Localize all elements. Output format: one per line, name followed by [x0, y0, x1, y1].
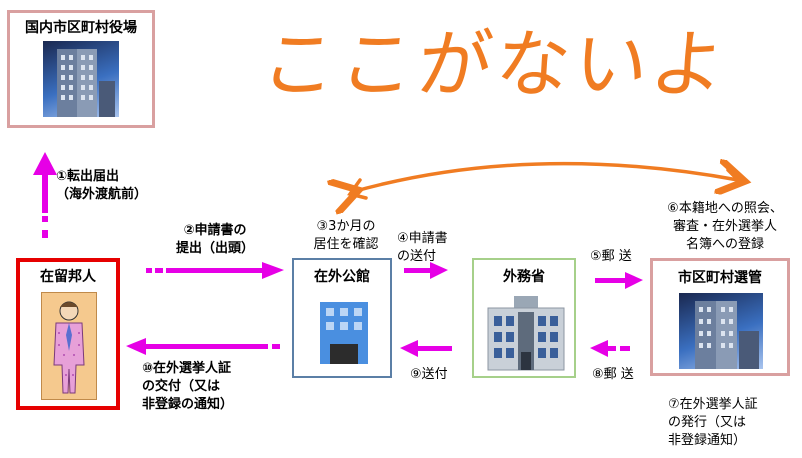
step6-label: ⑥本籍地への照会、 審査・在外選挙人 名簿への登録 — [667, 201, 783, 252]
arrow-step9 — [400, 340, 452, 357]
arrow-step4 — [404, 262, 448, 279]
embassy-title: 在外公館 — [314, 269, 370, 285]
step4-label: ④申請書 の送付 — [397, 231, 448, 264]
arrow-step10 — [126, 338, 280, 355]
ministry-building-icon — [484, 290, 568, 374]
ministry-box: 外務省 — [472, 258, 576, 378]
annotation-curve — [352, 164, 738, 192]
office-building-icon — [43, 41, 119, 117]
step3-label: ③3か月の 居住を確認 — [313, 219, 379, 252]
step5-label: ⑤郵 送 — [590, 249, 632, 264]
domestic-office-title: 国内市区町村役場 — [25, 20, 137, 36]
resident-title: 在留邦人 — [40, 269, 96, 285]
step1-label: ①転出届出 （海外渡航前） — [56, 169, 148, 202]
resident-box: 在留邦人 — [16, 258, 120, 410]
arrow-step8 — [590, 340, 630, 357]
step2-label: ②申請書の 提出（出頭） — [175, 223, 254, 256]
step9-label: ⑨送付 — [410, 367, 448, 382]
embassy-building-icon — [316, 298, 372, 364]
office-building-icon — [679, 293, 763, 369]
municipal-commission-box: 市区町村選管 — [650, 258, 790, 376]
domestic-office-box: 国内市区町村役場 — [7, 10, 155, 128]
step10-label: ⑩在外選挙人証 の交付（又は 非登録の通知） — [142, 361, 234, 412]
step8-label: ⑧郵 送 — [592, 367, 634, 382]
ministry-title: 外務省 — [503, 269, 545, 285]
annotation-text: ここがないよ — [257, 22, 734, 108]
step7-label: ⑦在外選挙人証 の発行（又は 非登録通知） — [668, 397, 758, 448]
embassy-box: 在外公館 — [292, 258, 392, 378]
municipal-commission-title: 市区町村選管 — [678, 270, 762, 286]
arrow-step2 — [146, 262, 284, 279]
person-icon — [41, 292, 97, 400]
arrow-step1 — [33, 152, 57, 238]
arrow-step5 — [595, 272, 643, 289]
